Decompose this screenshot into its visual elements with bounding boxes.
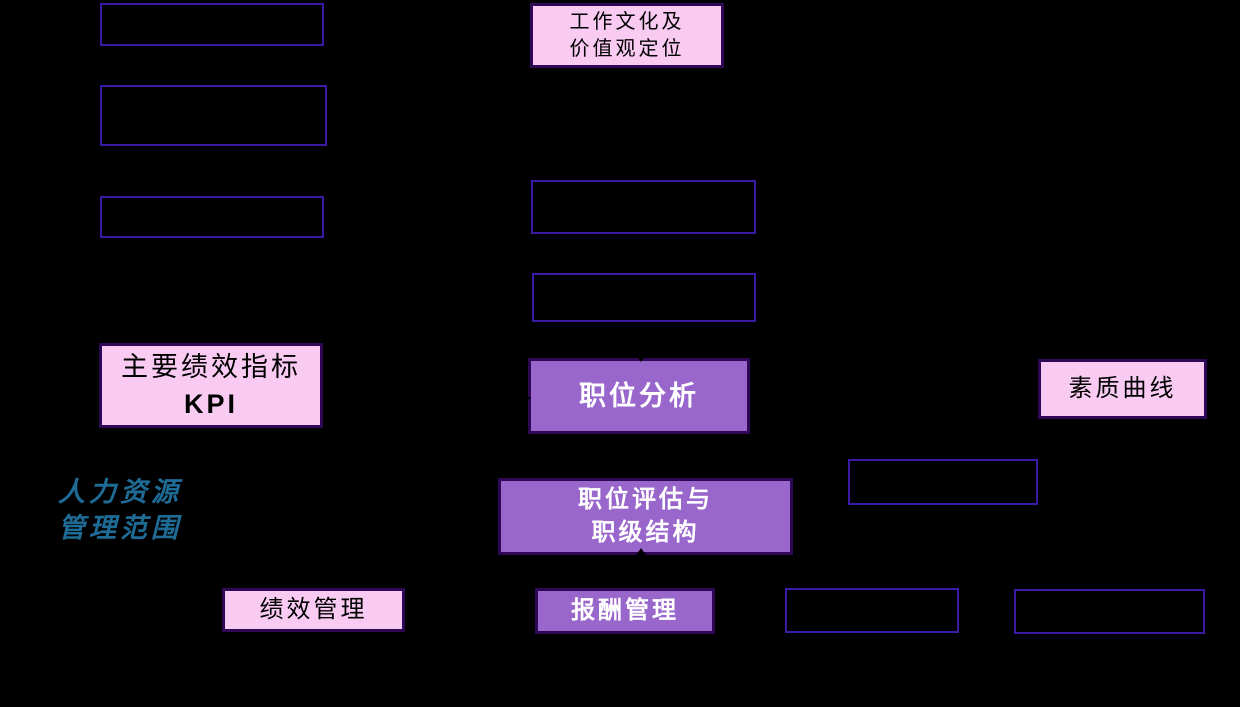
arrowhead-down-icon	[634, 352, 648, 362]
box-label: 职位评估与	[578, 487, 713, 514]
box-label: 素质曲线	[1068, 375, 1177, 402]
empty-box-top-left	[100, 3, 324, 46]
arrowhead-up-icon	[634, 548, 648, 558]
hr-scope-line: 管理范围	[58, 513, 182, 544]
box-label: 职位分析	[579, 380, 699, 411]
job-analysis-box: 职位分析	[528, 358, 750, 434]
kpi-box: 主要绩效指标 KPI	[99, 343, 323, 428]
box-label: KPI	[183, 388, 238, 419]
arrowhead-down-icon	[634, 578, 648, 588]
box-label: 职级结构	[591, 519, 700, 546]
empty-box-bottom-1	[785, 588, 959, 633]
box-label: 绩效管理	[259, 596, 368, 623]
performance-management-box: 绩效管理	[222, 588, 405, 632]
box-label: 工作文化及	[569, 10, 685, 33]
job-evaluation-grade-box: 职位评估与 职级结构	[498, 478, 793, 555]
box-label: 报酬管理	[571, 597, 679, 624]
hr-scope-label: 人力资源 管理范围	[58, 474, 182, 547]
empty-box-left-3	[100, 196, 324, 238]
empty-box-middle-2	[532, 273, 756, 322]
empty-box-bottom-2	[1014, 589, 1205, 634]
box-label: 主要绩效指标	[121, 352, 301, 383]
compensation-management-box: 报酬管理	[535, 588, 715, 634]
empty-box-left-2	[100, 85, 327, 146]
empty-box-middle-1	[531, 180, 756, 234]
hr-scope-line: 人力资源	[58, 477, 182, 507]
arrowhead-right-icon	[521, 392, 531, 404]
work-culture-values-box: 工作文化及 价值观定位	[530, 3, 724, 68]
empty-box-right-mid	[848, 459, 1038, 505]
box-label: 价值观定位	[569, 37, 685, 60]
quality-curve-box: 素质曲线	[1038, 359, 1207, 419]
